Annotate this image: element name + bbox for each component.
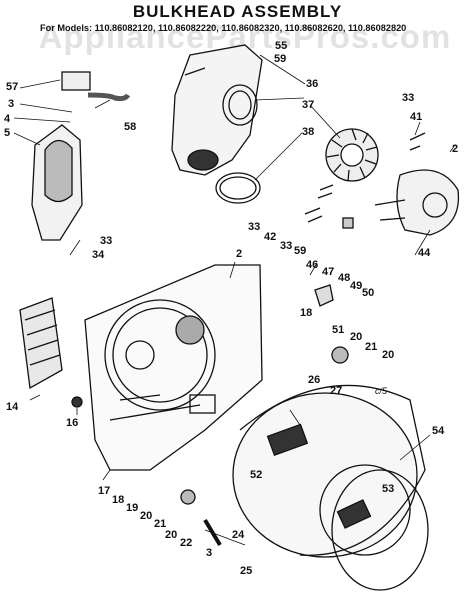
lint-duct — [31, 124, 83, 241]
part-label-56: 57 — [6, 81, 19, 93]
part-label-54: 54 — [432, 425, 445, 437]
part-label-55: 55 — [275, 40, 288, 52]
part-label-46: 46 — [306, 259, 319, 271]
models-line: For Models: 110.86082120, 110.86082220, … — [40, 23, 407, 33]
blower-housing — [374, 169, 460, 236]
part-label-53: 53 — [382, 483, 395, 495]
part-label-52: 52 — [250, 469, 263, 481]
part-label-37: 37 — [302, 99, 315, 111]
part-label-20: 20 — [165, 529, 178, 541]
heater-element — [19, 297, 63, 390]
part-label-20: 20 — [350, 331, 363, 343]
seal-ring — [215, 172, 261, 204]
part-label-19: 19 — [126, 502, 139, 514]
part-label-3: 3 — [8, 98, 15, 110]
part-label-34: 34 — [92, 249, 105, 261]
bulkhead-panel — [84, 264, 263, 471]
part-label-21: 21 — [154, 518, 167, 530]
part-label-18: 18 — [300, 307, 313, 319]
part-label-51: 51 — [332, 324, 345, 336]
part-label-16: 16 — [66, 417, 79, 429]
part-label-49: 49 — [350, 280, 363, 292]
part-label-38: 38 — [302, 126, 315, 138]
part-label-33: 33 — [248, 221, 261, 233]
part-label-3: 3 — [206, 547, 213, 559]
part-label-36: 36 — [306, 78, 319, 90]
part-label-20: 20 — [140, 510, 153, 522]
drum-seal — [331, 469, 429, 591]
part-label-18: 18 — [112, 494, 125, 506]
diagram-title: BULKHEAD ASSEMBLY — [132, 2, 343, 21]
rear-duct-panel — [171, 44, 263, 176]
part-label-26: 26 — [308, 374, 321, 386]
part-label-33: 33 — [280, 240, 293, 252]
part-label-4: 4 — [4, 113, 11, 125]
part-label-27: 27 — [330, 385, 343, 397]
part-label-20: 20 — [382, 349, 395, 361]
part-label-41: 41 — [410, 111, 423, 123]
part-label-17: 17 — [98, 485, 111, 497]
part-label-33: 33 — [100, 235, 113, 247]
part-label-2: 2 — [236, 248, 243, 260]
part-label-5: 5 — [4, 127, 11, 139]
part-label-44: 44 — [418, 247, 431, 259]
part-label-14: 14 — [6, 401, 19, 413]
part-label-21: 21 — [365, 341, 378, 353]
part-label-50: 50 — [362, 287, 375, 299]
blower-wheel — [325, 128, 379, 182]
part-label-47: 47 — [322, 266, 335, 278]
part-label-57: 58 — [124, 121, 137, 133]
part-label-22: 22 — [180, 537, 193, 549]
part-label-2: 2 — [452, 143, 459, 155]
drum — [232, 384, 426, 558]
part-label-58: 59 — [274, 53, 287, 65]
note-text: c/5 — [375, 386, 388, 396]
part-label-24: 24 — [232, 529, 245, 541]
part-label-25: 25 — [240, 565, 253, 577]
part-label-33: 33 — [402, 92, 415, 104]
part-label-48: 48 — [338, 272, 351, 284]
part-label-59: 59 — [294, 245, 307, 257]
part-label-42: 42 — [264, 231, 277, 243]
